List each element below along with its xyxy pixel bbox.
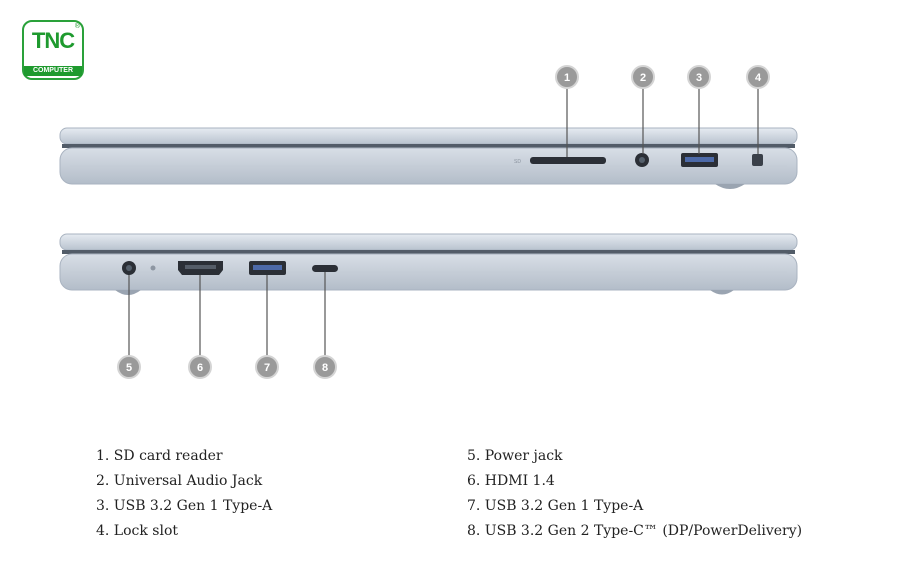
logo-subtext: COMPUTER	[24, 66, 82, 76]
registered-mark: ®	[74, 23, 80, 30]
badge-label: 4	[755, 72, 762, 84]
badge-label: 5	[126, 362, 132, 374]
usb-c-port	[312, 265, 338, 272]
legend-item: 3. USB 3.2 Gen 1 Type-A	[96, 498, 273, 514]
laptop-left-side	[59, 233, 798, 356]
legend-item: 1. SD card reader	[96, 448, 223, 464]
legend-right: 5. Power jack 6. HDMI 1.4 7. USB 3.2 Gen…	[467, 444, 802, 544]
callout-badge: 7	[255, 355, 279, 379]
callout-badge: 3	[687, 65, 711, 89]
badge-label: 6	[197, 362, 203, 374]
legend-item: 4. Lock slot	[96, 523, 179, 539]
legend-item: 8. USB 3.2 Gen 2 Type-C™ (DP/PowerDelive…	[467, 523, 803, 539]
legend-left: 1. SD card reader 2. Universal Audio Jac…	[96, 444, 272, 544]
badge-label: 3	[696, 72, 702, 84]
legend-item: 5. Power jack	[467, 448, 563, 464]
legend-item: 2. Universal Audio Jack	[96, 473, 263, 489]
callout-badge: 6	[188, 355, 212, 379]
badge-label: 8	[322, 362, 328, 374]
logo-text: TNC	[31, 28, 75, 53]
tnc-logo: ® TNC COMPUTER	[22, 20, 84, 80]
sd-card-slot	[530, 157, 606, 164]
legend-item: 7. USB 3.2 Gen 1 Type-A	[467, 498, 644, 514]
laptop-right-side: SD	[59, 89, 798, 189]
svg-text:SD: SD	[514, 159, 521, 165]
badge-label: 1	[564, 72, 570, 84]
callout-badge: 4	[746, 65, 770, 89]
legend-item: 6. HDMI 1.4	[467, 473, 555, 489]
callout-badge: 2	[631, 65, 655, 89]
callout-badge: 8	[313, 355, 337, 379]
lock-slot	[752, 154, 763, 166]
callout-badge: 1	[555, 65, 579, 89]
callout-badge: 5	[117, 355, 141, 379]
badge-label: 2	[640, 72, 646, 84]
badge-label: 7	[264, 362, 270, 374]
